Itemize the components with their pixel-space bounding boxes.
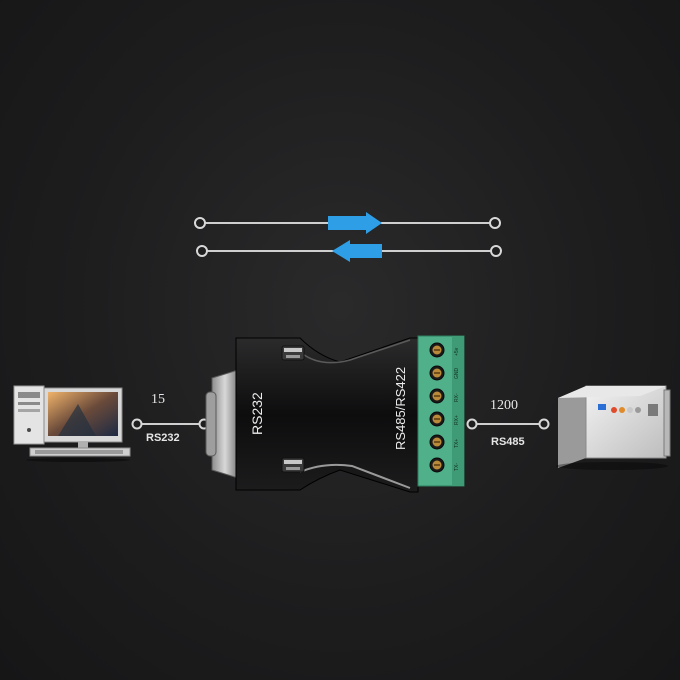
terminal-label: GND (454, 368, 460, 380)
terminal-screw (429, 434, 445, 450)
arrow-left-icon (332, 240, 382, 262)
terminal-screw (429, 411, 445, 427)
terminal-screw (429, 388, 445, 404)
industrial-equipment-icon (556, 385, 671, 470)
thumbscrew-top (281, 345, 305, 361)
rs485-protocol-label: RS485 (491, 436, 525, 448)
terminal-screw (429, 342, 445, 358)
desktop-computer-icon (13, 385, 131, 462)
terminal-label: +5v (454, 347, 460, 356)
rs232-link (131, 418, 210, 430)
terminal-screw (429, 365, 445, 381)
rs485-distance-label: 1200 (490, 398, 518, 413)
thumbscrew-bottom (281, 457, 305, 473)
terminal-label: RX+ (454, 415, 460, 425)
data-flow-arrows (194, 212, 502, 262)
terminal-label: RX- (454, 393, 460, 402)
terminal-screw (429, 457, 445, 473)
rs232-port-label: RS232 (249, 392, 265, 435)
arrow-right-icon (328, 212, 382, 234)
terminal-label: TX- (454, 463, 460, 471)
rs232-protocol-label: RS232 (146, 432, 180, 444)
terminal-label: TX+ (454, 439, 460, 448)
rs485-port-label: RS485/RS422 (393, 367, 408, 450)
rs232-distance-label: 15 (151, 392, 165, 407)
rs485-link (466, 418, 550, 430)
